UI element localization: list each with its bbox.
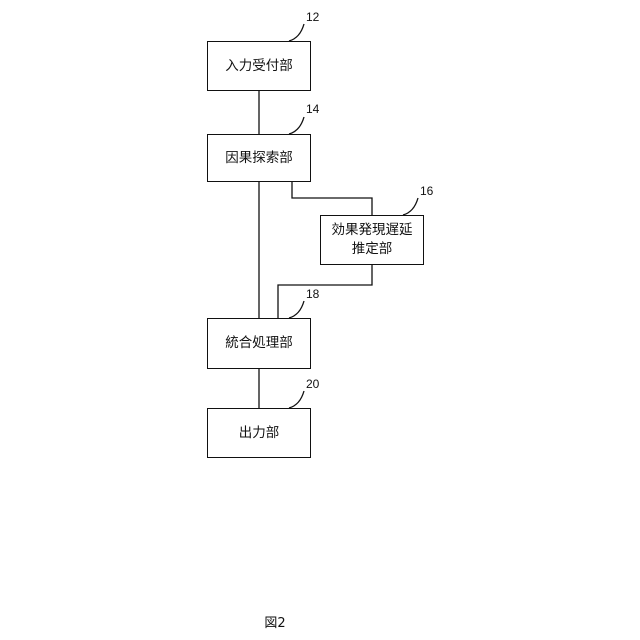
leader-line-14: [289, 117, 304, 134]
connector-search-to-delay: [292, 181, 372, 216]
integration-processing-label: 統合処理部: [225, 334, 293, 353]
causal-search-label: 因果探索部: [225, 149, 293, 168]
reference-numeral-18: 18: [306, 288, 319, 300]
leader-line-18: [289, 301, 304, 318]
effect-delay-label-line-1: 効果発現遅延: [332, 221, 413, 240]
effect-delay-estimation-block: 効果発現遅延 推定部: [320, 215, 424, 265]
reference-numeral-12: 12: [306, 11, 319, 23]
figure-caption: 図2: [240, 616, 310, 632]
connector-delay-to-integration: [278, 264, 372, 319]
reference-numeral-16: 16: [420, 185, 433, 197]
leader-line-12: [289, 24, 304, 41]
leader-line-20: [289, 391, 304, 408]
input-receiver-block: 入力受付部: [207, 41, 311, 91]
reference-numeral-14: 14: [306, 103, 319, 115]
input-receiver-label: 入力受付部: [225, 57, 293, 76]
output-label: 出力部: [239, 424, 280, 443]
leader-line-16: [403, 198, 418, 215]
integration-processing-block: 統合処理部: [207, 318, 311, 369]
reference-numeral-20: 20: [306, 378, 319, 390]
causal-search-block: 因果探索部: [207, 134, 311, 182]
effect-delay-label-line-2: 推定部: [352, 240, 393, 259]
output-block: 出力部: [207, 408, 311, 458]
